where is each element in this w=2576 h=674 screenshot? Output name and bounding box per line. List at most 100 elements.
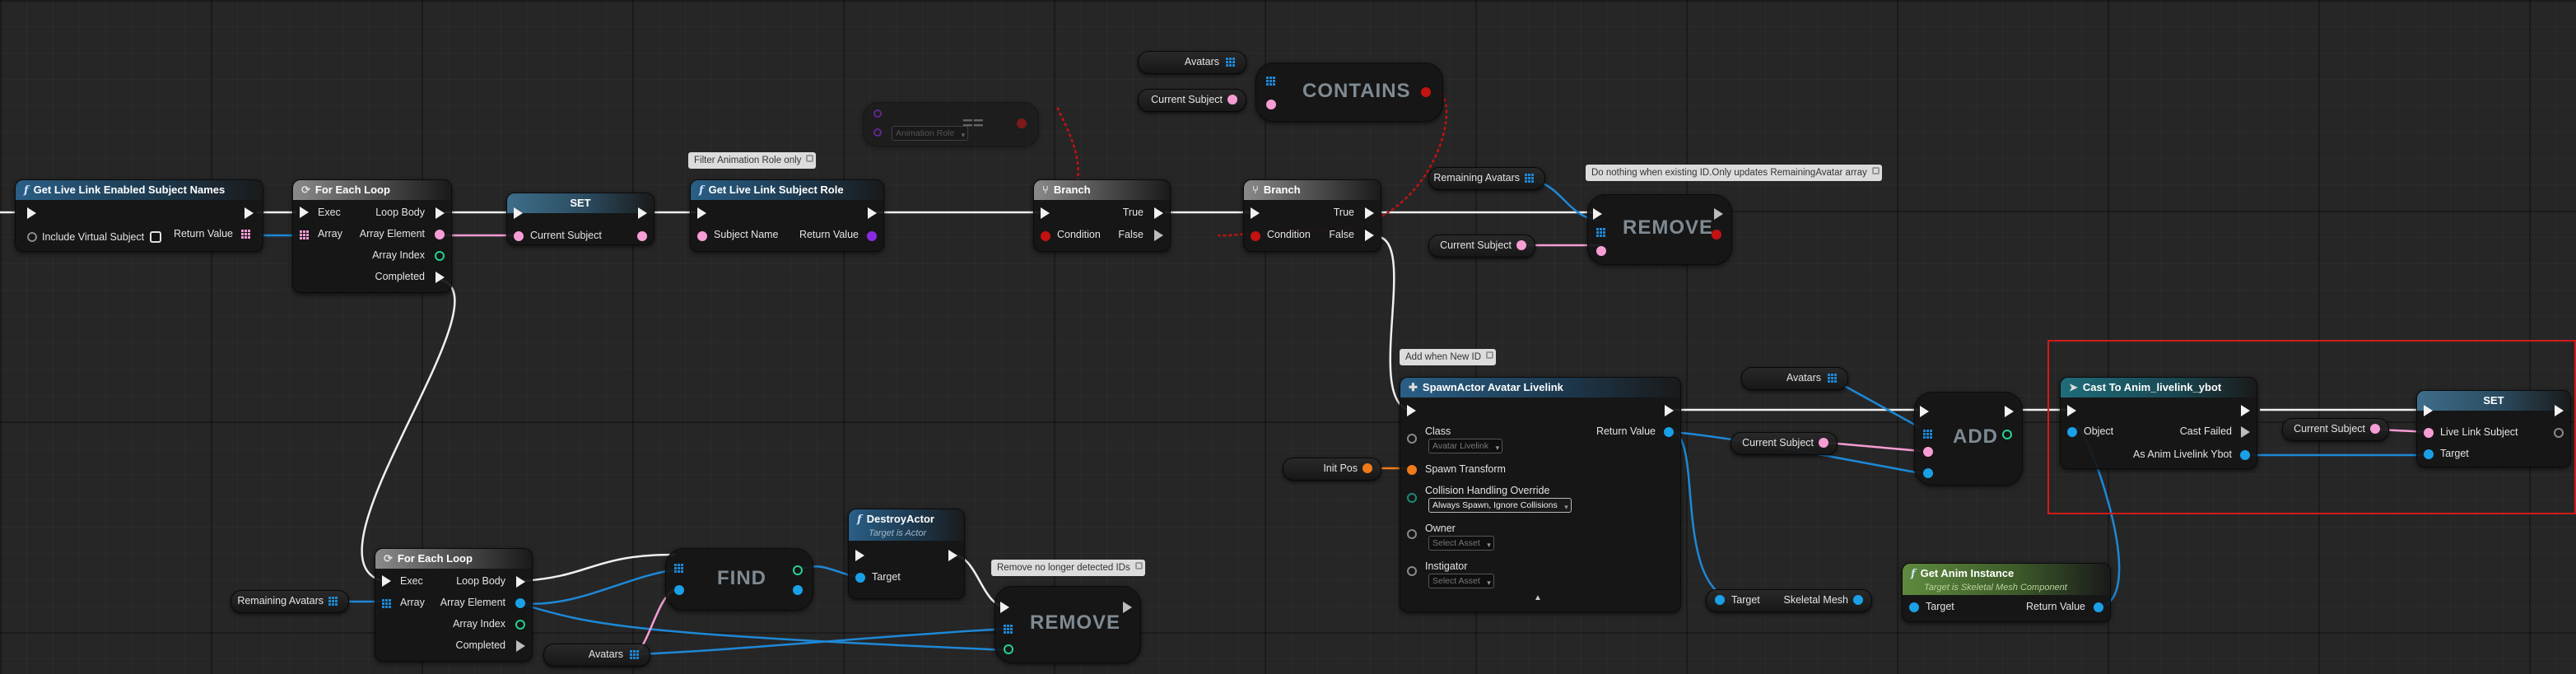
exec-out-pin[interactable] <box>1123 602 1132 613</box>
live-link-subject-out-pin[interactable] <box>2554 428 2564 438</box>
exec-out-pin[interactable] <box>245 207 254 219</box>
current-subject-pin[interactable] <box>1516 240 1526 250</box>
avatars-variable-node[interactable]: Avatars <box>543 644 650 667</box>
return-value-array-pin[interactable] <box>241 230 251 239</box>
result-pin[interactable] <box>1421 87 1431 97</box>
exec-in-pin[interactable] <box>697 207 706 219</box>
init-pos-pin[interactable] <box>1363 463 1372 473</box>
result-pin[interactable] <box>793 585 803 595</box>
loop-body-pin[interactable] <box>436 207 445 219</box>
item-pin[interactable] <box>1923 468 1933 478</box>
current-subject-pin[interactable] <box>2370 424 2380 434</box>
completed-pin[interactable] <box>516 640 525 652</box>
current-subject-in-pin[interactable] <box>514 231 524 241</box>
owner-pin[interactable] <box>1407 529 1417 539</box>
array-element-pin[interactable] <box>435 230 445 239</box>
avatars-array-pin[interactable] <box>1828 374 1838 383</box>
target-pin[interactable] <box>855 573 865 583</box>
cast-to-anim-livelink-ybot-node[interactable]: ➤Cast To Anim_livelink_ybot Object Cast … <box>2060 377 2257 469</box>
collision-pin[interactable] <box>1407 493 1417 503</box>
current-subject-out-pin[interactable] <box>637 231 647 241</box>
exec-in-pin[interactable] <box>1000 602 1009 613</box>
exec-in-pin[interactable] <box>1407 405 1416 416</box>
result-pin[interactable] <box>1017 119 1027 128</box>
item-pin[interactable] <box>1596 246 1606 256</box>
comment-remove-old-ids[interactable]: Remove no longer detected IDs <box>991 560 1145 576</box>
include-virtual-subject-checkbox[interactable] <box>150 231 161 243</box>
init-pos-variable-node[interactable]: Init Pos <box>1283 458 1381 481</box>
exec-in-pin[interactable] <box>1041 207 1050 219</box>
result-pin[interactable] <box>1712 230 1721 239</box>
target-array-pin[interactable] <box>1596 228 1606 238</box>
as-anim-pin[interactable] <box>2240 450 2250 460</box>
current-subject-variable-node[interactable]: Current Subject <box>1138 89 1246 112</box>
remove-node[interactable]: REMOVE <box>1587 194 1732 265</box>
array-in-pin[interactable] <box>300 230 310 240</box>
avatars-array-pin[interactable] <box>630 650 640 660</box>
exec-out-pin[interactable] <box>2241 405 2250 416</box>
instigator-pin[interactable] <box>1407 566 1417 576</box>
class-pin[interactable] <box>1407 434 1417 444</box>
condition-pin[interactable] <box>1041 231 1050 241</box>
array-element-pin[interactable] <box>515 598 525 608</box>
spawn-actor-node[interactable]: ✚SpawnActor Avatar Livelink Class Avatar… <box>1400 377 1681 612</box>
for-each-loop-node[interactable]: ⟳For Each Loop Exec Array Loop Body Arra… <box>292 179 452 293</box>
comment-do-nothing[interactable]: Do nothing when existing ID.Only updates… <box>1586 165 1882 181</box>
skeletal-mesh-getter-node[interactable]: Target Skeletal Mesh <box>1706 589 1872 612</box>
expand-arrow-icon[interactable]: ▲ <box>1534 593 1542 602</box>
target-pin[interactable] <box>1715 595 1725 605</box>
avatars-variable-node[interactable]: Avatars <box>1138 51 1246 74</box>
exec-out-pin[interactable] <box>2555 405 2564 416</box>
owner-dropdown[interactable]: Select Asset▾ <box>1428 536 1494 551</box>
current-subject-variable-node[interactable]: Current Subject <box>1731 432 1838 455</box>
false-pin[interactable] <box>1365 230 1374 241</box>
comment-add-new-id[interactable]: Add when New ID <box>1400 349 1497 365</box>
item-pin[interactable] <box>674 585 684 595</box>
exec-in-pin[interactable] <box>514 207 523 219</box>
input-a-pin[interactable] <box>873 109 882 118</box>
target-array-pin[interactable] <box>1004 625 1013 634</box>
index-out-pin[interactable] <box>793 565 803 575</box>
index-pin[interactable] <box>1004 644 1013 654</box>
exec-out-pin[interactable] <box>1714 208 1723 220</box>
exec-out-pin[interactable] <box>948 550 957 561</box>
target-array-pin[interactable] <box>1923 430 1933 439</box>
include-virtual-subject-pin[interactable] <box>27 232 37 242</box>
add-node[interactable]: ADD <box>1914 392 2023 486</box>
return-value-pin[interactable] <box>867 231 877 241</box>
exec-in-pin[interactable] <box>2067 405 2076 416</box>
cast-failed-pin[interactable] <box>2241 426 2250 438</box>
branch-node-2[interactable]: ⑂Branch Condition True False <box>1243 179 1381 252</box>
find-node[interactable]: FIND <box>665 548 813 611</box>
exec-in-pin[interactable] <box>1251 207 1260 219</box>
array-index-pin[interactable] <box>515 620 525 630</box>
array-in-pin[interactable] <box>382 599 392 609</box>
return-value-pin[interactable] <box>1664 427 1674 437</box>
exec-out-pin[interactable] <box>638 207 647 219</box>
set-current-subject-node[interactable]: SET Current Subject <box>506 193 654 245</box>
contains-node[interactable]: CONTAINS <box>1255 63 1443 122</box>
set-live-link-subject-node[interactable]: SET Live Link Subject Target <box>2416 390 2571 467</box>
current-subject-variable-node[interactable]: Current Subject <box>1428 235 1535 258</box>
branch-node-1[interactable]: ⑂Branch Condition True False <box>1033 179 1171 252</box>
collision-dropdown[interactable]: Always Spawn, Ignore Collisions▾ <box>1428 498 1572 513</box>
exec-out-pin[interactable] <box>2005 406 2014 417</box>
completed-pin[interactable] <box>436 272 445 283</box>
loop-body-pin[interactable] <box>516 576 525 588</box>
remaining-avatars-variable-node[interactable]: Remaining Avatars <box>231 590 349 613</box>
remaining-avatars-array-pin[interactable] <box>1525 174 1535 184</box>
exec-out-pin[interactable] <box>868 207 877 219</box>
string-in-pin[interactable] <box>1923 447 1933 457</box>
target-array-pin[interactable] <box>674 564 684 574</box>
instigator-dropdown[interactable]: Select Asset▾ <box>1428 574 1494 588</box>
exec-out-pin[interactable] <box>1665 405 1674 416</box>
for-each-loop-node[interactable]: ⟳For Each Loop Exec Array Loop Body Arra… <box>375 548 533 662</box>
exec-in-pin[interactable] <box>855 550 864 561</box>
condition-pin[interactable] <box>1251 231 1260 241</box>
class-dropdown[interactable]: Avatar Livelink▾ <box>1428 439 1503 453</box>
object-pin[interactable] <box>2067 427 2077 437</box>
true-pin[interactable] <box>1365 207 1374 219</box>
subject-name-pin[interactable] <box>697 231 707 241</box>
